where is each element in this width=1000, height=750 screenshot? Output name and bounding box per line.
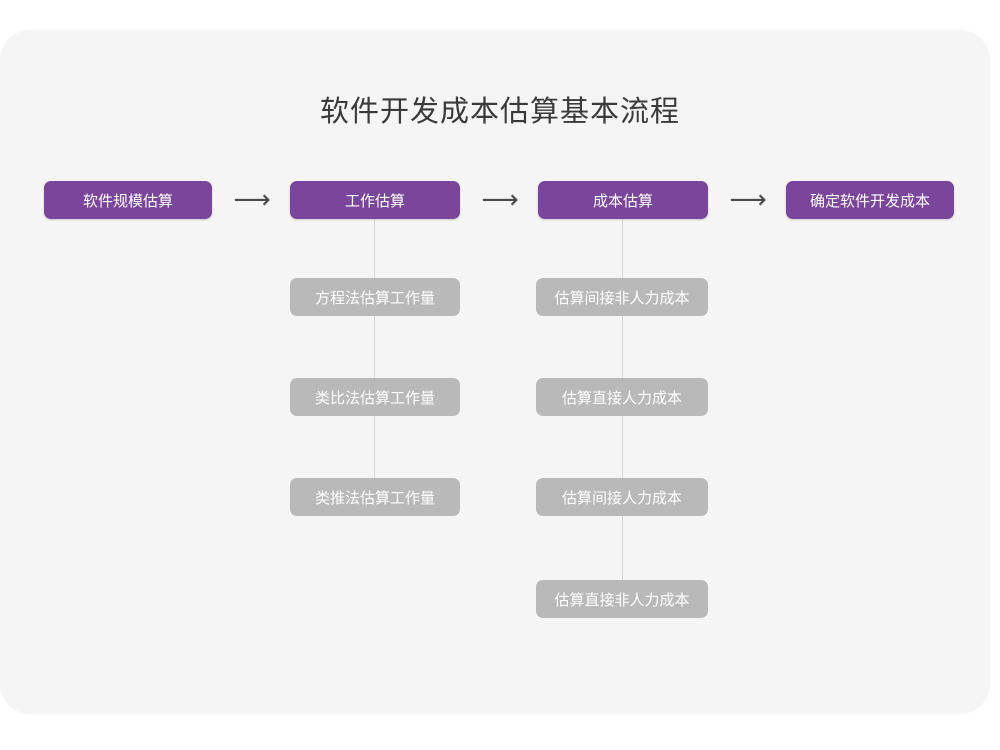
branch-node-label: 估算直接人力成本 [561, 389, 682, 407]
flow-node-cost-estimation[interactable]: 成本估算 [538, 181, 708, 219]
connector-line-branch1-seg3 [374, 415, 375, 479]
branch-node-label: 类推法估算工作量 [314, 489, 435, 507]
connector-line-branch1-seg1 [374, 219, 375, 279]
connector-line-branch2-seg2 [622, 315, 623, 379]
flow-node-software-scale-estimation[interactable]: 软件规模估算 [44, 181, 212, 219]
connector-line-branch2-seg1 [622, 219, 623, 279]
branch-node-label: 估算间接人力成本 [561, 489, 682, 507]
flow-node-label: 确定软件开发成本 [809, 192, 930, 210]
branch-node-label: 估算间接非人力成本 [554, 289, 690, 307]
connector-line-branch2-seg4 [622, 515, 623, 581]
branch-node-label: 估算直接非人力成本 [554, 591, 690, 609]
flow-node-label: 工作估算 [344, 192, 405, 210]
arrow-glyph: ⟶ [729, 185, 767, 215]
branch2-node-direct-labor-cost[interactable]: 估算直接人力成本 [536, 378, 708, 416]
diagram-panel [0, 30, 990, 714]
arrow-glyph: ⟶ [481, 185, 519, 215]
connector-line-branch2-seg3 [622, 415, 623, 479]
flow-arrow-icon-3: ⟶ [718, 185, 778, 215]
branch1-node-inference-method-effort[interactable]: 类推法估算工作量 [290, 478, 460, 516]
arrow-glyph: ⟶ [233, 185, 271, 215]
flow-arrow-icon-1: ⟶ [222, 185, 282, 215]
flow-node-label: 软件规模估算 [82, 192, 173, 210]
page-title: 软件开发成本估算基本流程 [319, 96, 680, 128]
flow-node-work-estimation[interactable]: 工作估算 [290, 181, 460, 219]
flow-node-determine-development-cost[interactable]: 确定软件开发成本 [786, 181, 954, 219]
branch2-node-indirect-labor-cost[interactable]: 估算间接人力成本 [536, 478, 708, 516]
branch-node-label: 方程法估算工作量 [314, 289, 435, 307]
branch2-node-indirect-nonlabor-cost[interactable]: 估算间接非人力成本 [536, 278, 708, 316]
connector-line-branch1-seg2 [374, 315, 375, 379]
branch2-node-direct-nonlabor-cost[interactable]: 估算直接非人力成本 [536, 580, 708, 618]
flow-arrow-icon-2: ⟶ [470, 185, 530, 215]
branch1-node-equation-method-effort[interactable]: 方程法估算工作量 [290, 278, 460, 316]
branch1-node-analogy-method-effort[interactable]: 类比法估算工作量 [290, 378, 460, 416]
flow-node-label: 成本估算 [592, 192, 653, 210]
branch-node-label: 类比法估算工作量 [314, 389, 435, 407]
